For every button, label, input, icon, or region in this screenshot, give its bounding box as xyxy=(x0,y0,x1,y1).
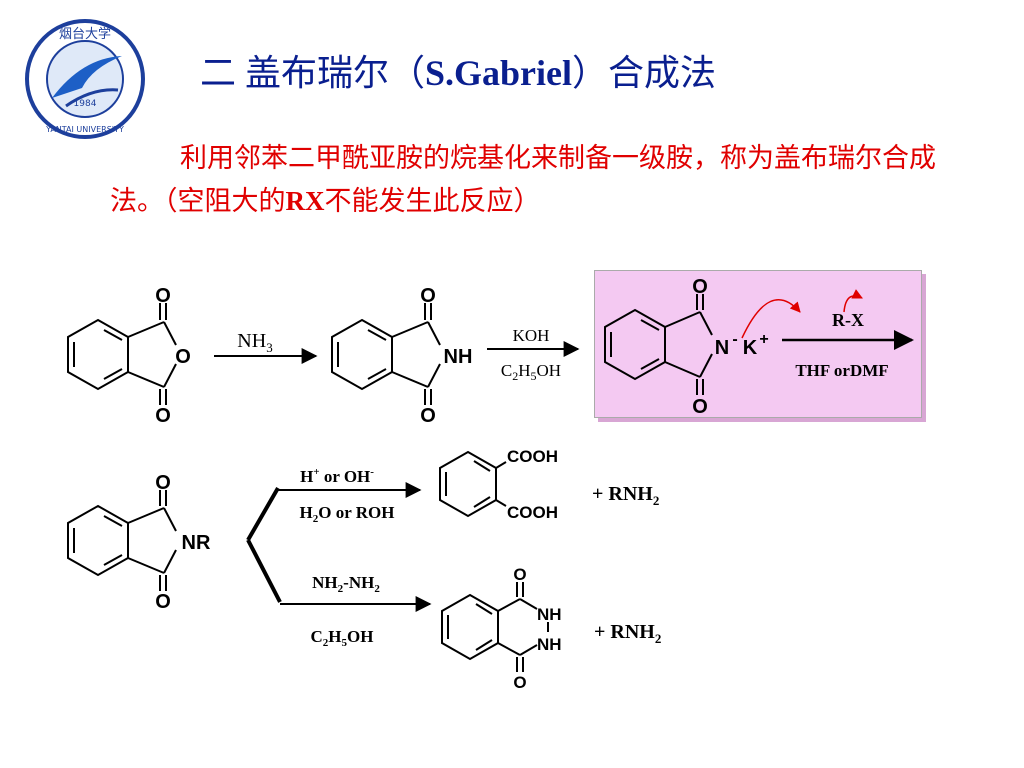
atom-o: O xyxy=(513,565,526,584)
reagent-solvent: THF orDMF xyxy=(795,361,888,380)
title-prefix: 二 盖布瑞尔（ xyxy=(200,53,426,93)
logo-year: 1984 xyxy=(74,99,97,109)
description-paragraph: 利用邻苯二甲酰亚胺的烷基化来制备一级胺，称为盖布瑞尔合成法。（空阻大的RX不能发… xyxy=(110,138,980,223)
page-title: 二 盖布瑞尔（S.Gabriel）合成法 xyxy=(200,44,716,96)
cooh-bottom: COOH xyxy=(507,503,558,522)
reagent-koh: KOH xyxy=(513,326,550,345)
title-latin: S.Gabriel xyxy=(425,53,573,93)
reagent-water-alcohol: H2O or ROH xyxy=(300,503,395,525)
atom-o: O xyxy=(155,591,171,613)
atom-nh: NH xyxy=(537,635,562,654)
curved-arrow-leaving xyxy=(843,289,863,313)
atom-o: O xyxy=(155,472,171,494)
logo-text-bottom: YANTAI UNIVERSITY xyxy=(45,125,124,134)
charge-plus: + xyxy=(759,331,768,348)
potassium-phthalimide xyxy=(604,294,713,395)
branch-upper xyxy=(246,487,280,541)
curved-arrow-attack xyxy=(741,299,801,339)
description-line-b: 不能发生此反应） xyxy=(324,186,541,217)
phthalic-acid xyxy=(439,450,507,518)
atom-nh: NH xyxy=(537,605,562,624)
charge-minus: - xyxy=(732,331,737,348)
reagent-ethanol-lower: C2H5OH xyxy=(311,627,374,649)
atom-k: K xyxy=(743,337,758,359)
phthalimide xyxy=(331,303,441,405)
reagent-acid-base: H+ or OH- xyxy=(300,466,374,486)
reagent-ethanol: C2H5OH xyxy=(501,361,561,383)
reagent-rx: R-X xyxy=(832,310,864,330)
atom-o: O xyxy=(692,396,708,418)
atom-nh: NH xyxy=(444,346,473,368)
description-rx: RX xyxy=(285,186,325,216)
university-logo: 烟台大学 1984 YANTAI UNIVERSITY xyxy=(25,19,145,139)
description-line-a: 利用邻苯二甲酰亚胺的烷基化来制备一级胺，称为盖布瑞尔合成法。（空阻大的 xyxy=(110,143,936,217)
product-amine-upper: + RNH2 xyxy=(592,483,659,508)
atom-o: O xyxy=(513,673,526,692)
title-suffix: ）合成法 xyxy=(572,53,717,93)
atom-o: O xyxy=(692,276,708,298)
phthalic-anhydride xyxy=(67,303,177,405)
cooh-top: COOH xyxy=(507,447,558,466)
branch-lower xyxy=(246,539,282,603)
reagent-hydrazine: NH2-NH2 xyxy=(312,573,380,595)
n-alkyl-phthalimide xyxy=(67,490,177,591)
highlight-box xyxy=(594,270,922,418)
atom-o: O xyxy=(155,285,171,307)
atom-n-anion: N xyxy=(715,337,729,359)
atom-o: O xyxy=(175,346,191,368)
phthalhydrazide xyxy=(441,582,549,672)
reagent-nh3: NH3 xyxy=(237,330,272,355)
product-amine-lower: + RNH2 xyxy=(594,621,661,646)
atom-nr: NR xyxy=(182,532,211,554)
atom-o: O xyxy=(420,405,436,427)
logo-text-top: 烟台大学 xyxy=(59,26,111,42)
atom-o: O xyxy=(420,285,436,307)
atom-o: O xyxy=(155,405,171,427)
